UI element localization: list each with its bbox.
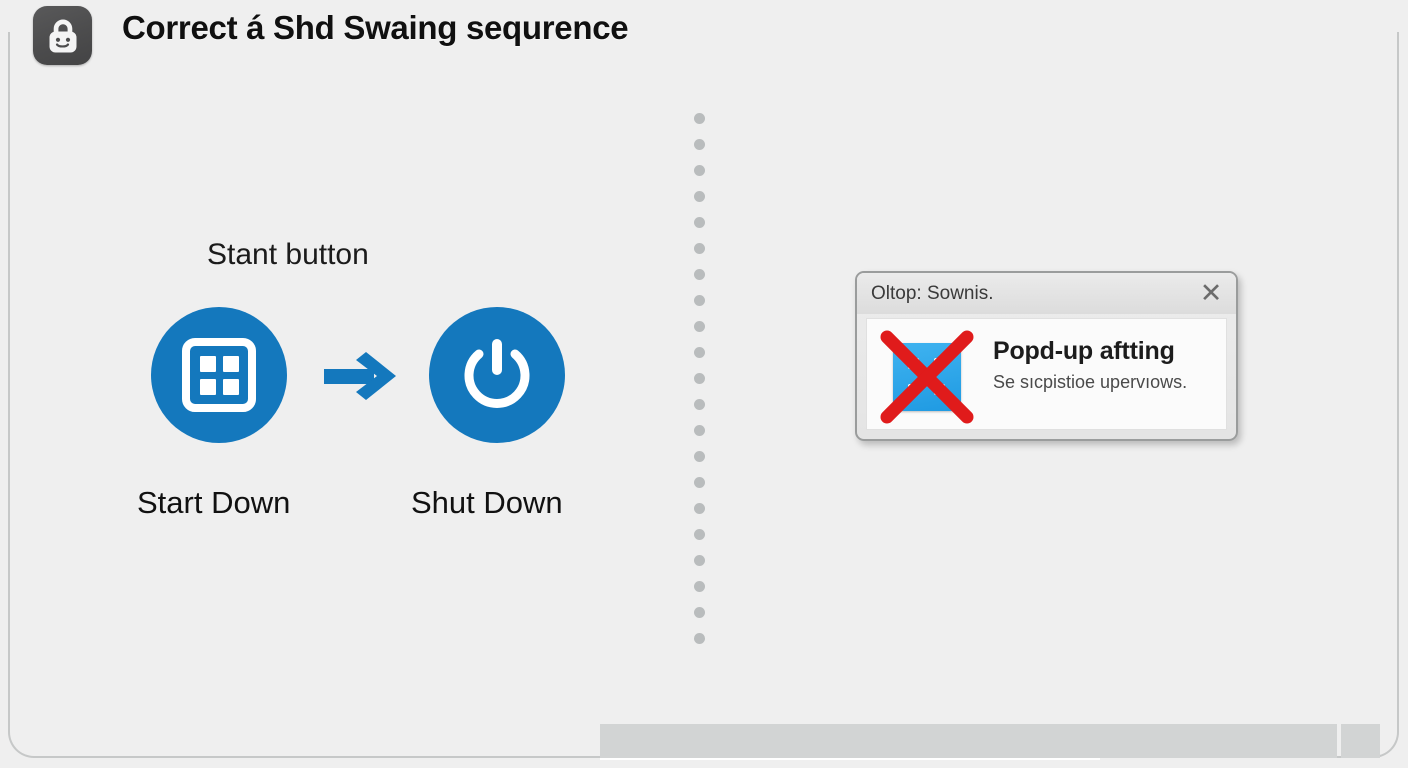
- close-icon[interactable]: ✕: [1199, 277, 1223, 308]
- divider-dot: [694, 477, 705, 488]
- windows-grid-icon: [182, 338, 256, 412]
- dialog-heading: Popd-up aftting: [993, 337, 1175, 365]
- divider-dot: [694, 529, 705, 540]
- divider-dot: [694, 347, 705, 358]
- scrollbar-underline: [600, 758, 1100, 760]
- divider-dot: [694, 113, 705, 124]
- dialog-subtext: Se sıcpistioe upervıows.: [993, 372, 1188, 392]
- padlock-smiley-glyph: [49, 19, 76, 52]
- arrow-right-glyph: [324, 352, 396, 400]
- power-icon: [464, 339, 530, 408]
- divider-dot: [694, 399, 705, 410]
- blocked-popup-icon: [879, 329, 975, 425]
- start-down-button[interactable]: [151, 307, 287, 443]
- divider-dot: [694, 295, 705, 306]
- divider-dot: [694, 217, 705, 228]
- dotted-vertical-divider: [694, 113, 706, 645]
- divider-dot: [694, 243, 705, 254]
- scrollbar-thumb[interactable]: [600, 724, 1337, 758]
- horizontal-scrollbar[interactable]: [600, 724, 1380, 760]
- padlock-smiley-icon: [33, 6, 92, 65]
- divider-dot: [694, 581, 705, 592]
- divider-dot: [694, 503, 705, 514]
- dialog-body: Popd-up aftting Se sıcpistioe upervıows.: [866, 318, 1227, 430]
- dialog-text-block: Popd-up aftting Se sıcpistioe upervıows.: [993, 337, 1218, 393]
- dialog-title: Oltop: Sownis.: [871, 282, 994, 304]
- divider-dot: [694, 165, 705, 176]
- dialog-titlebar[interactable]: Oltop: Sownis. ✕: [857, 273, 1236, 314]
- divider-dot: [694, 321, 705, 332]
- divider-dot: [694, 373, 705, 384]
- header: Correct á Shd Swaing sequrence: [0, 0, 1408, 72]
- divider-dot: [694, 555, 705, 566]
- divider-dot: [694, 269, 705, 280]
- divider-dot: [694, 607, 705, 618]
- divider-dot: [694, 451, 705, 462]
- shut-down-label: Shut Down: [411, 485, 563, 520]
- divider-dot: [694, 633, 705, 644]
- divider-dot: [694, 191, 705, 202]
- red-cross-icon: [880, 330, 974, 424]
- page-title: Correct á Shd Swaing sequrence: [122, 9, 629, 46]
- divider-dot: [694, 139, 705, 150]
- divider-dot: [694, 425, 705, 436]
- sequence-caption: Stant button: [207, 238, 369, 271]
- popup-dialog: Oltop: Sownis. ✕ Popd-up aftting Se sıcp…: [855, 271, 1238, 441]
- scrollbar-end-segment[interactable]: [1341, 724, 1380, 758]
- shut-down-button[interactable]: [429, 307, 565, 443]
- arrow-right-icon: [322, 348, 400, 404]
- start-down-label: Start Down: [137, 485, 291, 520]
